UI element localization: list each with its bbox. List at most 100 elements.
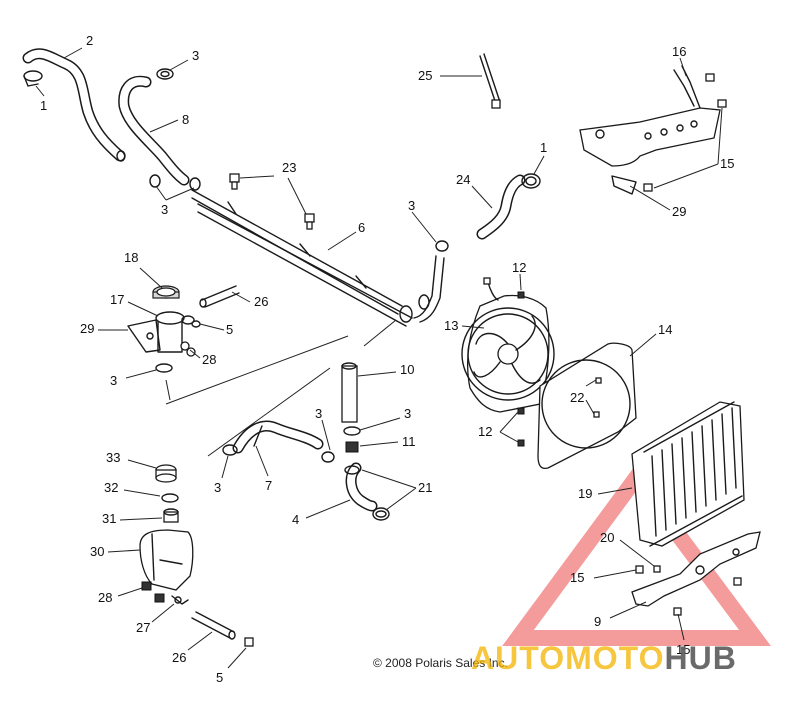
- svg-text:13: 13: [444, 318, 458, 333]
- callout-5-top: 5: [199, 322, 233, 337]
- clamp-3-left: [155, 363, 173, 373]
- svg-text:2: 2: [86, 33, 93, 48]
- callout-17: 17: [110, 292, 159, 317]
- svg-text:1: 1: [40, 98, 47, 113]
- hose-2: [22, 48, 126, 162]
- callout-33: 33: [106, 450, 157, 469]
- svg-text:28: 28: [202, 352, 216, 367]
- svg-text:21: 21: [418, 480, 432, 495]
- callout-10: 10: [357, 362, 414, 377]
- callout-12-bottom: 12: [478, 411, 519, 443]
- callout-3-b: 3: [155, 185, 195, 217]
- svg-text:3: 3: [214, 480, 221, 495]
- svg-text:3: 3: [315, 406, 322, 421]
- svg-text:8: 8: [182, 112, 189, 127]
- cap-33: [155, 464, 177, 483]
- bolts-28: [180, 341, 196, 357]
- callout-11: 11: [359, 434, 416, 449]
- callout-3-f: 3: [359, 406, 411, 431]
- strap-25: [479, 53, 501, 109]
- watermark-logo: AUTOMOTOHUB: [471, 640, 737, 677]
- callout-27: 27: [136, 603, 175, 635]
- radiator-19: [631, 401, 745, 547]
- hose-7: [232, 420, 324, 454]
- svg-text:15: 15: [720, 156, 734, 171]
- svg-text:12: 12: [512, 260, 526, 275]
- callout-20: 20: [600, 530, 655, 567]
- svg-text:3: 3: [404, 406, 411, 421]
- callout-28-bottom: 28: [98, 587, 143, 605]
- callout-26-top: 26: [231, 291, 268, 309]
- clamp-3-center: [343, 426, 361, 436]
- callout-21: 21: [361, 469, 432, 511]
- clamps-21: [344, 465, 390, 521]
- svg-text:19: 19: [578, 486, 592, 501]
- svg-text:22: 22: [570, 390, 584, 405]
- svg-text:14: 14: [658, 322, 672, 337]
- clamp-3-hose7: [222, 444, 335, 463]
- clamp-3-right: [435, 240, 449, 252]
- callout-16: 16: [672, 44, 687, 77]
- bracket-9: [631, 531, 761, 616]
- callout-9: 9: [594, 601, 647, 629]
- bolts-28-lower: [141, 581, 165, 603]
- clamp-1-left: [23, 70, 43, 87]
- callout-22: 22: [570, 379, 597, 415]
- copyright-notice: © 2008 Polaris Sales Inc.: [373, 656, 508, 670]
- callout-32: 32: [104, 480, 161, 497]
- clamp-1-right: [521, 173, 541, 189]
- callout-19: 19: [578, 486, 633, 501]
- svg-text:6: 6: [358, 220, 365, 235]
- svg-text:17: 17: [110, 292, 124, 307]
- bolt-23: [229, 173, 315, 230]
- pipe-assembly-6: [191, 189, 445, 327]
- svg-text:5: 5: [226, 322, 233, 337]
- callout-15-mid: 15: [570, 569, 637, 585]
- small-fitting-5: [191, 320, 201, 328]
- svg-text:15: 15: [676, 642, 690, 657]
- fitting-11: [345, 441, 359, 453]
- svg-text:26: 26: [254, 294, 268, 309]
- callout-3-a: 3: [169, 48, 199, 71]
- svg-text:29: 29: [80, 321, 94, 336]
- callout-15-bottom: 15: [676, 613, 690, 657]
- svg-text:12: 12: [478, 424, 492, 439]
- fitting-5-bottom: [244, 637, 254, 647]
- bolts-15-top: [643, 73, 727, 192]
- hose-10: [341, 362, 358, 423]
- svg-text:29: 29: [672, 204, 686, 219]
- callout-18: 18: [124, 250, 163, 289]
- callout-2: 2: [63, 33, 93, 59]
- svg-text:32: 32: [104, 480, 118, 495]
- callout-5-bottom: 5: [216, 647, 247, 685]
- svg-text:5: 5: [216, 670, 223, 685]
- svg-text:3: 3: [161, 202, 168, 217]
- svg-text:23: 23: [282, 160, 296, 175]
- svg-text:31: 31: [102, 511, 116, 526]
- svg-text:16: 16: [672, 44, 686, 59]
- callout-26-bottom: 26: [172, 631, 213, 665]
- elbow-27: [171, 595, 189, 605]
- callout-4: 4: [292, 499, 351, 527]
- callout-31: 31: [102, 511, 163, 526]
- svg-text:25: 25: [418, 68, 432, 83]
- callout-29-right: 29: [629, 185, 686, 219]
- hose-4: [345, 462, 378, 512]
- neck-31: [163, 508, 179, 523]
- callout-30: 30: [90, 544, 141, 559]
- svg-text:30: 30: [90, 544, 104, 559]
- hose-24: [476, 174, 526, 240]
- svg-text:4: 4: [292, 512, 299, 527]
- svg-text:26: 26: [172, 650, 186, 665]
- radiator-cap-18: [152, 285, 180, 299]
- callout-15-top: 15: [653, 107, 734, 189]
- callout-1-left: 1: [35, 85, 47, 113]
- callout-29-left: 29: [80, 321, 128, 336]
- svg-text:3: 3: [408, 198, 415, 213]
- svg-text:11: 11: [402, 434, 416, 449]
- svg-text:24: 24: [456, 172, 470, 187]
- callout-1-right: 1: [533, 140, 547, 175]
- svg-text:18: 18: [124, 250, 138, 265]
